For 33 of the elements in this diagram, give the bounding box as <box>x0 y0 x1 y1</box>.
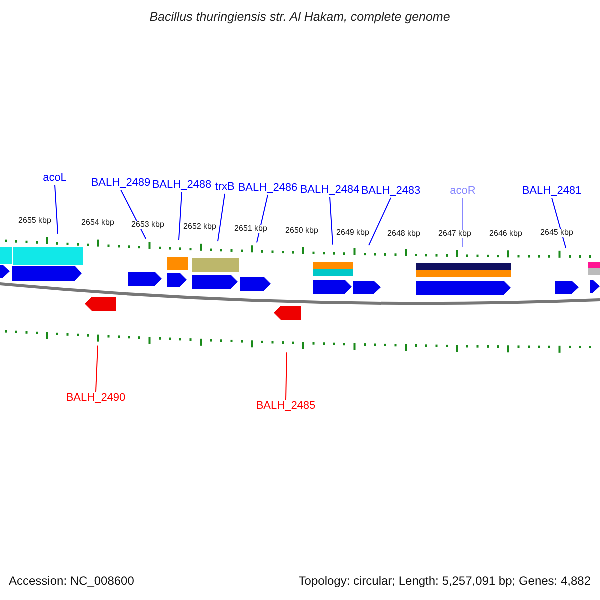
footer-text: Topology: circular; Length: 5,257,091 bp; Genes: 4,882 <box>298 574 591 588</box>
scale-label: 2655 kbp <box>18 217 52 225</box>
leader-line <box>462 198 464 248</box>
leader-line <box>96 345 98 392</box>
leader-line <box>368 198 392 246</box>
title: Bacillus thuringiensis str. Al Hakam, complete genome <box>150 10 450 25</box>
gene-label: BALH_2485 <box>256 400 316 414</box>
gene-label: acoL <box>43 172 67 186</box>
scale-label: 2646 kbp <box>490 230 522 238</box>
scale-label: 2650 kbp <box>286 227 318 235</box>
gene-label: BALH_2490 <box>66 392 126 406</box>
leader-line <box>330 196 334 246</box>
scale-label: 2654 kbp <box>82 219 114 227</box>
leader-line <box>218 194 226 242</box>
scale-label: 2653 kbp <box>132 221 164 229</box>
scale-label: 2649 kbp <box>336 229 370 237</box>
scale-label: 2647 kbp <box>438 230 472 238</box>
gene-label: BALH_2488 <box>152 179 212 192</box>
gene-label: BALH_2489 <box>91 177 151 190</box>
scale-label: 2645 kbp <box>540 229 574 237</box>
gene-label: trxB <box>215 181 235 194</box>
scale-label: 2652 kbp <box>184 223 216 231</box>
leader-line <box>178 192 182 241</box>
scale-label: 2648 kbp <box>388 230 420 238</box>
gene-label: BALH_2486 <box>238 182 298 196</box>
gene-label: BALH_2484 <box>300 184 360 198</box>
leader-line <box>54 184 58 234</box>
scale-label: 2651 kbp <box>234 225 268 233</box>
gene-label: BALH_2481 <box>522 185 582 198</box>
gene-label: BALH_2483 <box>361 185 421 198</box>
footer-text: Accession: NC_008600 <box>9 574 134 588</box>
leader-line <box>286 352 288 400</box>
gene-label: acoR <box>450 185 476 198</box>
